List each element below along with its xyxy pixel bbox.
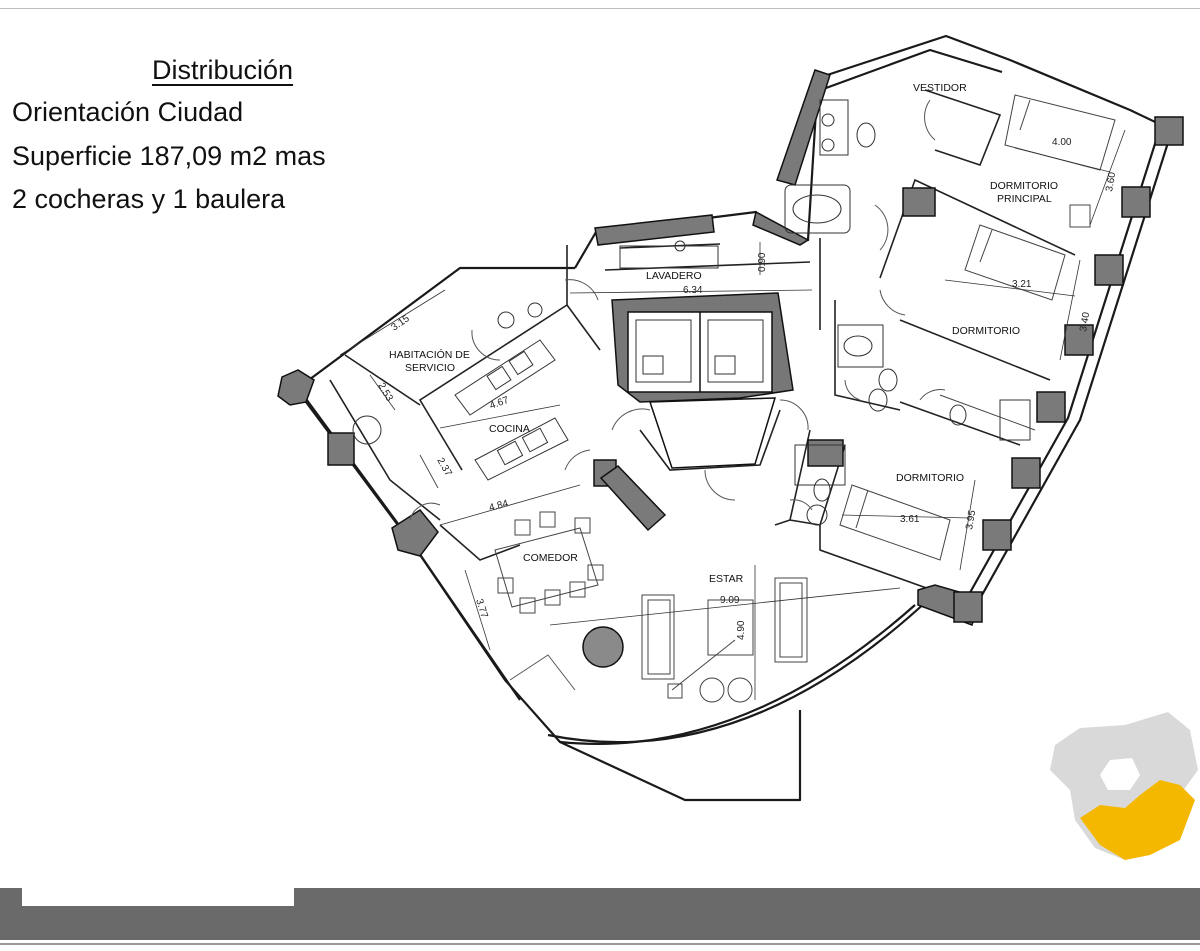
room-label-comedor: COMEDOR	[523, 552, 578, 564]
dimension-labels: 4.00 3.60 6.34 0.90 3.21 3.40 3.15 2.53 …	[375, 137, 1118, 640]
dimension-lines	[339, 129, 1126, 700]
footer-logo-area	[22, 888, 294, 906]
room-label-principal: PRINCIPAL	[997, 193, 1052, 205]
key-plan	[1050, 712, 1198, 860]
dim-comedor-width: 4.84	[488, 498, 510, 514]
dim-lavadero-width: 6.34	[683, 285, 703, 296]
room-label-vestidor: VESTIDOR	[913, 82, 967, 94]
room-label-cocina: COCINA	[489, 423, 530, 435]
door-swings	[409, 99, 946, 691]
dim-dormitorio-3-width: 3.61	[900, 514, 920, 525]
dim-servicio-width: 3.15	[389, 313, 412, 333]
dim-cocina-width: 4.67	[488, 395, 510, 412]
extras-text: 2 cocheras y 1 baulera	[12, 184, 286, 214]
footer-divider	[0, 943, 1200, 945]
dim-dormitorio-3-depth: 3.95	[964, 509, 978, 531]
elevator-core	[611, 292, 794, 469]
room-label-dormitorio-principal: DORMITORIO	[990, 180, 1058, 192]
orientation-text: Orientación Ciudad	[12, 97, 244, 127]
dim-dormitorio-2-width: 3.21	[1012, 279, 1032, 290]
dining-table	[494, 511, 604, 614]
living-room-furniture	[641, 577, 808, 703]
dim-principal-width: 4.00	[1052, 137, 1072, 148]
dim-estar-depth: 4.90	[736, 620, 747, 640]
exterior-walls	[296, 34, 1174, 802]
interior-walls	[329, 89, 1076, 601]
kitchen-counters	[454, 240, 719, 481]
room-label-estar: ESTAR	[709, 573, 744, 585]
room-label-servicio: SERVICIO	[405, 362, 455, 374]
dim-estar-width: 9.09	[720, 595, 740, 606]
dim-servicio-depth: 2.53	[375, 381, 394, 404]
bedroom-furniture	[839, 94, 1116, 561]
top-divider	[0, 8, 1200, 9]
dim-principal-depth: 3.60	[1104, 171, 1118, 193]
room-label-dormitorio-2: DORMITORIO	[952, 325, 1020, 337]
room-labels: VESTIDOR DORMITORIO PRINCIPAL LAVADERO H…	[389, 82, 1058, 585]
dim-dormitorio-2-depth: 3.40	[1078, 311, 1092, 333]
round-planter	[582, 626, 624, 668]
room-label-habitacion-servicio: HABITACIÓN DE	[389, 348, 470, 361]
key-plan-core	[1100, 758, 1140, 790]
surface-text: Superficie 187,09 m2 mas	[12, 141, 326, 171]
room-label-dormitorio-3: DORMITORIO	[896, 472, 964, 484]
room-label-lavadero: LAVADERO	[646, 270, 702, 282]
dim-lavadero-depth: 0.90	[757, 252, 768, 272]
distribution-heading: Distribución	[152, 55, 294, 85]
dim-cocina-depth: 2.37	[434, 456, 453, 479]
dim-comedor-depth: 3.77	[473, 598, 490, 620]
key-plan-unit-highlight	[1080, 780, 1195, 860]
structural-columns	[277, 69, 1184, 626]
bathroom-fixtures	[352, 99, 1031, 526]
